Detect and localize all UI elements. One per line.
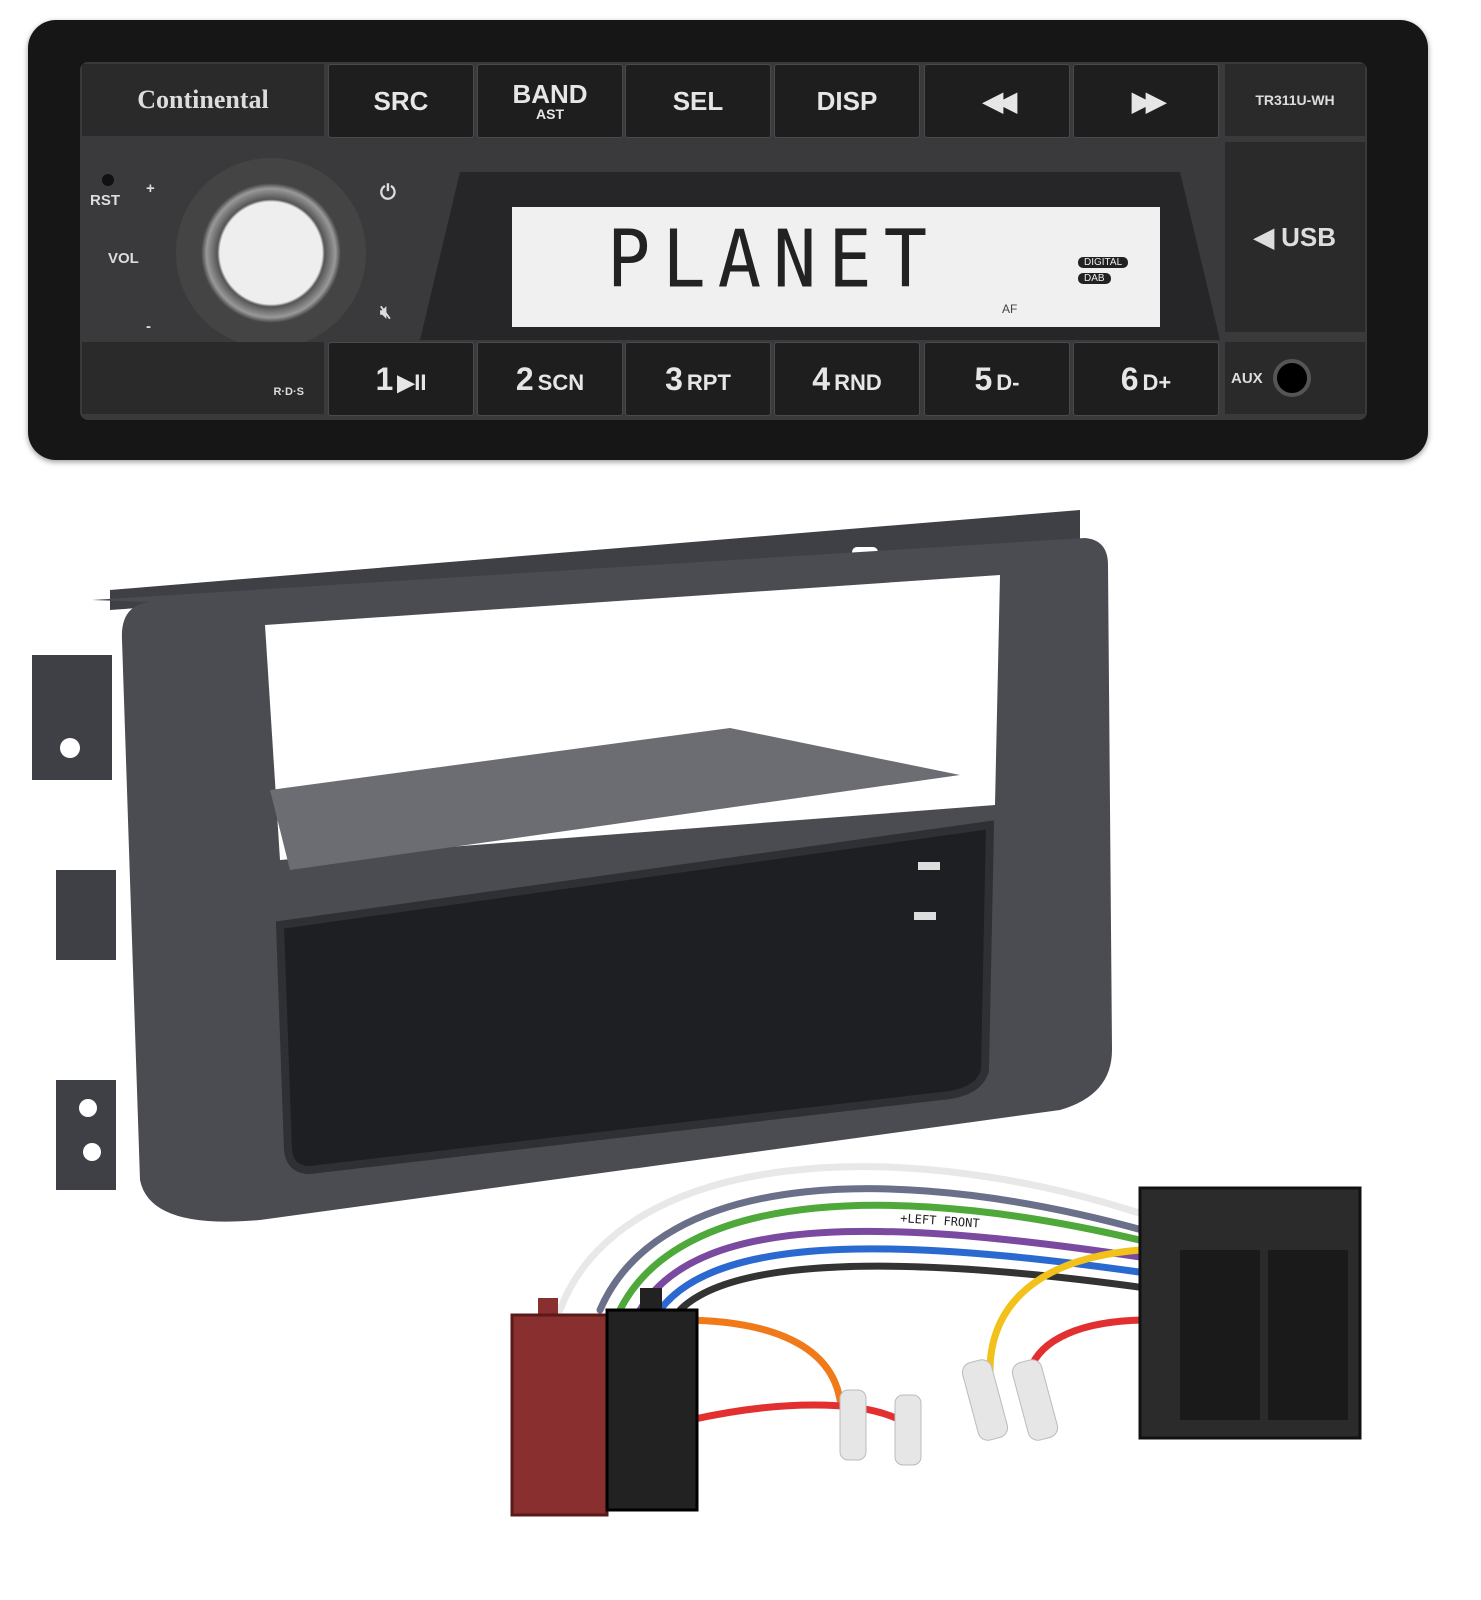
- vol-minus-label: -: [146, 318, 151, 335]
- lcd-display: PLANET DIGITAL DAB AF: [512, 207, 1160, 327]
- digital-indicator: DIGITAL: [1078, 257, 1129, 268]
- iso-connector-black-large: [1138, 1186, 1362, 1440]
- aux-label: AUX: [1231, 369, 1263, 387]
- src-button[interactable]: SRC: [328, 64, 474, 138]
- preset-number: 5: [974, 361, 993, 397]
- ast-label: AST: [536, 106, 564, 122]
- power-icon: ⏻: [380, 182, 396, 204]
- vol-plus-label: +: [146, 180, 155, 197]
- dab-indicator: DAB: [1078, 273, 1111, 284]
- preset-function: D-: [996, 370, 1020, 395]
- preset-number: 4: [812, 361, 831, 397]
- preset-number: 2: [515, 361, 534, 397]
- station-name: PLANET: [607, 212, 940, 306]
- preset-function: D+: [1142, 370, 1172, 395]
- preset-function: RPT: [686, 370, 731, 395]
- iso-connector-brown: [510, 1298, 609, 1517]
- iso-connector-black-small: [605, 1288, 699, 1512]
- harness-wires: [556, 1163, 1164, 1424]
- preset-function: RND: [834, 370, 882, 395]
- src-label: SRC: [373, 86, 429, 116]
- rst-label: RST: [90, 192, 120, 209]
- preset-1-button[interactable]: 1▶II: [328, 342, 474, 416]
- disp-label: DISP: [816, 86, 878, 116]
- mute-icon: 🔇︎: [380, 302, 392, 322]
- antenna-plugs: [839, 1359, 1059, 1466]
- pocket-tray-top: [270, 728, 960, 870]
- aux-jack[interactable]: [1272, 359, 1311, 397]
- pocket-clips: [914, 862, 940, 920]
- af-indicator: AF: [1002, 302, 1018, 316]
- cable-print: +LEFT FRONT: [900, 1211, 980, 1231]
- sel-button[interactable]: SEL: [625, 64, 771, 138]
- rds-logo: R·D·S: [82, 342, 324, 414]
- usb-port[interactable]: ◀ USB: [1225, 142, 1365, 332]
- preset-function: SCN: [537, 370, 585, 395]
- band-label: BAND: [512, 79, 588, 109]
- preset-number: 3: [665, 361, 683, 397]
- fast-forward-button[interactable]: ▶▶: [1073, 64, 1219, 138]
- brand-logo: Continental: [82, 64, 324, 136]
- disp-button[interactable]: DISP: [774, 64, 920, 138]
- storage-pocket: [275, 820, 995, 1175]
- rewind-button[interactable]: ◀◀: [924, 64, 1070, 138]
- model-label: TR311U-WH: [1225, 64, 1365, 136]
- sel-label: SEL: [672, 86, 724, 116]
- volume-knob[interactable]: [176, 158, 366, 348]
- preset-number: 6: [1120, 361, 1139, 397]
- aux-input[interactable]: AUX: [1225, 342, 1365, 414]
- rds-label: R·D·S: [273, 386, 304, 398]
- vol-label: VOL: [108, 250, 139, 267]
- play-pause-icon: ▶II: [397, 370, 427, 395]
- preset-number: 1: [375, 361, 394, 397]
- reset-button[interactable]: [102, 174, 114, 186]
